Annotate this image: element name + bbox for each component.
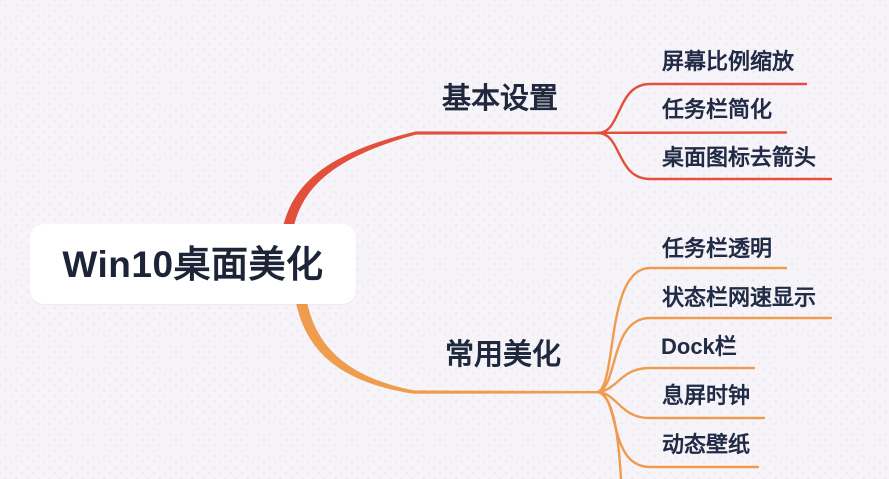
child-node-taskbar-simplify[interactable]: 任务栏简化 bbox=[662, 97, 773, 122]
child-node-live-wallpaper[interactable]: 动态壁纸 bbox=[662, 432, 751, 457]
branch-node-basic-settings[interactable]: 基本设置 bbox=[442, 83, 559, 115]
child-line-taskbar-transparent bbox=[596, 266, 788, 394]
child-line-hidden-below bbox=[596, 390, 623, 479]
root-node[interactable]: Win10桌面美化 bbox=[30, 224, 356, 304]
child-node-taskbar-transparent[interactable]: 任务栏透明 bbox=[662, 236, 773, 261]
child-node-screen-scale[interactable]: 屏幕比例缩放 bbox=[662, 49, 795, 74]
child-line-screen-scale bbox=[596, 82, 808, 135]
child-line-dock bbox=[596, 366, 756, 394]
child-line-netspeed bbox=[596, 316, 833, 394]
child-node-dock[interactable]: Dock栏 bbox=[661, 334, 737, 359]
root-node-label: Win10桌面美化 bbox=[62, 243, 324, 285]
child-node-screenoff-clock[interactable]: 息屏时钟 bbox=[662, 383, 751, 408]
branch-node-common-beautify[interactable]: 常用美化 bbox=[445, 339, 562, 371]
child-node-netspeed[interactable]: 状态栏网速显示 bbox=[662, 285, 817, 310]
child-node-remove-arrow[interactable]: 桌面图标去箭头 bbox=[662, 145, 817, 170]
child-line-screenoff-clock bbox=[596, 390, 766, 420]
child-line-remove-arrow bbox=[596, 131, 833, 181]
